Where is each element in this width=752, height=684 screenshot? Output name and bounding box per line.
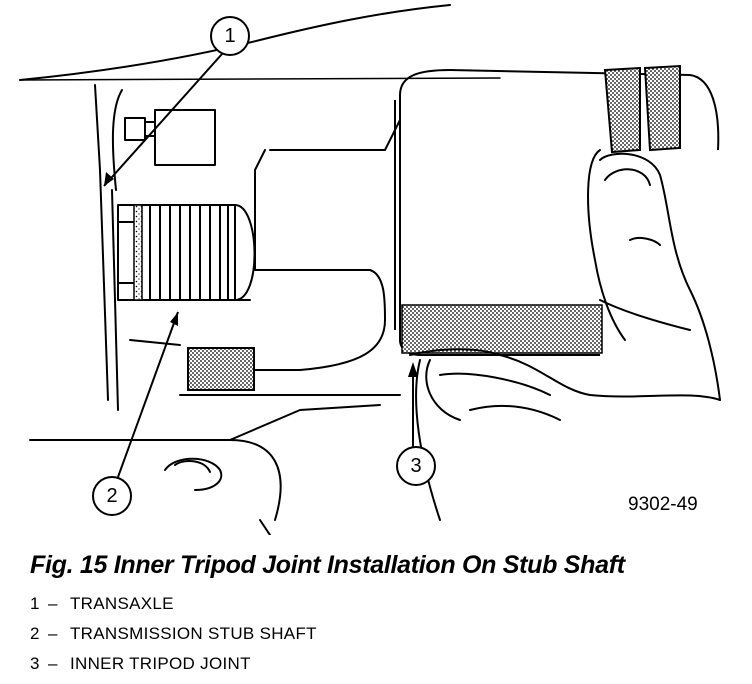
legend-dash: – — [48, 624, 58, 643]
legend-dash: – — [48, 654, 58, 673]
legend-label: INNER TRIPOD JOINT — [70, 654, 251, 673]
figure-code: 9302-49 — [628, 494, 698, 515]
legend-label: TRANSMISSION STUB SHAFT — [70, 624, 317, 643]
legend-label: TRANSAXLE — [70, 594, 174, 613]
legend-item: 3–INNER TRIPOD JOINT — [30, 654, 251, 674]
figure-caption: Fig. 15 Inner Tripod Joint Installation … — [30, 551, 625, 579]
legend-item: 1–TRANSAXLE — [30, 594, 174, 614]
callout-number-3: 3 — [410, 455, 422, 477]
legend-number: 3 — [30, 654, 40, 673]
legend-number: 1 — [30, 594, 40, 613]
technical-illustration — [19, 4, 721, 535]
legend-item: 2–TRANSMISSION STUB SHAFT — [30, 624, 317, 644]
legend-dash: – — [48, 594, 58, 613]
callout-number-2: 2 — [106, 485, 118, 507]
callout-number-1: 1 — [224, 25, 236, 47]
legend-number: 2 — [30, 624, 40, 643]
